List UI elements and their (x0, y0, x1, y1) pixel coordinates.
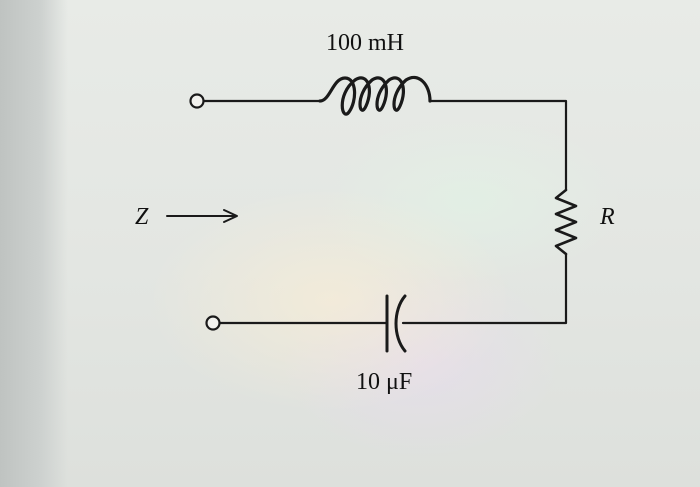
bottom-wire-right (401, 252, 568, 325)
impedance-arrow-head (223, 209, 238, 223)
page-edge-shadow (0, 0, 68, 487)
impedance-label: Z (135, 204, 149, 230)
bottom-terminal (205, 315, 221, 331)
inductor-coil (318, 75, 432, 116)
resistor-zigzag (554, 188, 578, 256)
capacitor-label: 10 μF (356, 369, 413, 395)
top-terminal (189, 93, 205, 109)
capacitor-plate-curved (394, 294, 407, 353)
resistor-label: R (600, 204, 615, 230)
inductor-label: 100 mH (326, 30, 404, 56)
top-wire-right (428, 99, 568, 192)
